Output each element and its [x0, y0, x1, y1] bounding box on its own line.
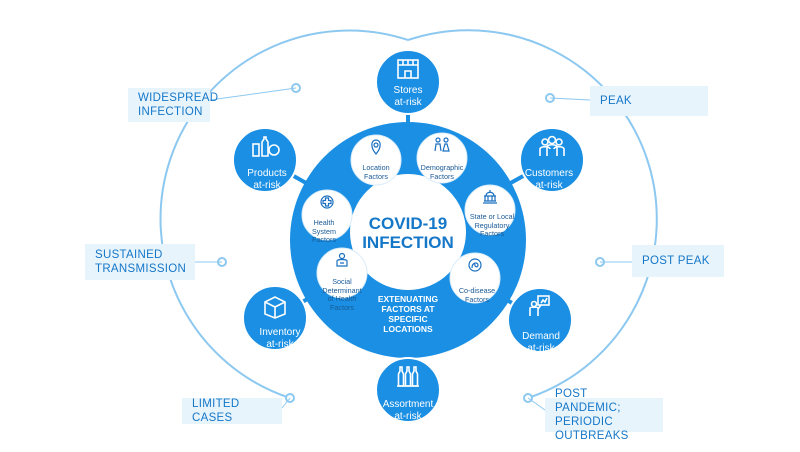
factor-circle-0 [350, 134, 402, 186]
co-disease-icon [468, 258, 482, 272]
box-icon [264, 296, 286, 319]
risk-label-assortment: Assortment at-risk [382, 399, 434, 422]
outer-arc-right [407, 29, 658, 399]
risk-circle-1 [519, 127, 585, 193]
risk-label-stores: Stores at-risk [393, 85, 423, 108]
risk-circle-4 [242, 285, 308, 351]
customers-icon [539, 135, 565, 156]
demand-icon [529, 295, 550, 316]
factor-circle-5 [301, 189, 353, 241]
factor-circle-4 [316, 247, 368, 299]
phase-sustained-transmission: SUSTAINED TRANSMISSION [85, 244, 195, 280]
center-title-line2: INFECTION [362, 233, 454, 252]
factor-label-demographic: Demographic Factors [420, 163, 464, 181]
risk-label-products: Products at-risk [247, 168, 287, 191]
phase-limited-cases: LIMITED CASES [182, 398, 282, 424]
store-icon [397, 59, 419, 79]
risk-circles [232, 49, 585, 423]
factor-label-co-disease: Co-disease Factors [458, 286, 496, 304]
factor-circles [301, 132, 516, 304]
people-icon [434, 137, 450, 152]
factor-label-social: Social Determinant of Health Factors [322, 277, 362, 312]
outer-arc-left [159, 29, 409, 399]
factor-circle-3 [449, 252, 501, 304]
phase-post-peak: POST PEAK [632, 245, 724, 277]
location-pin-icon [371, 139, 381, 155]
connector-widespread [209, 87, 297, 101]
risk-label-customers: Customers at-risk [524, 168, 574, 191]
center-title: COVID-19 INFECTION [350, 214, 466, 252]
center-title-line1: COVID-19 [368, 214, 448, 233]
factor-label-health-system: Health System Factors [312, 218, 336, 244]
phase-peak: PEAK [590, 86, 708, 116]
products-icon [252, 136, 280, 157]
risk-circle-0 [375, 49, 441, 115]
connector-peak [549, 97, 591, 101]
factor-label-regulatory: State or Local Regulatory Factors [469, 212, 515, 238]
factor-circle-2 [464, 184, 516, 236]
factor-label-location: Location Factors [362, 163, 390, 181]
ring-caption: EXTENUATING FACTORS AT SPECIFIC LOCATION… [377, 294, 439, 334]
health-cross-icon [320, 195, 334, 209]
center-circle [350, 174, 466, 290]
risk-circle-2 [507, 287, 573, 353]
factor-circle-1 [416, 132, 468, 184]
phase-widespread-infection: WIDESPREAD INFECTION [128, 88, 218, 122]
capitol-building-icon [483, 190, 497, 204]
phase-post-pandemic: POST PANDEMIC; PERIODIC OUTBREAKS [545, 388, 663, 442]
social-determinant-icon [336, 252, 348, 267]
bottles-icon [397, 366, 419, 387]
risk-label-inventory: Inventory at-risk [259, 327, 301, 350]
risk-circle-5 [232, 127, 298, 193]
risk-label-demand: Demand at-risk [522, 331, 560, 354]
connector-limited [281, 397, 291, 409]
connector-post-pandemic [527, 397, 546, 411]
risk-circle-3 [375, 357, 441, 423]
